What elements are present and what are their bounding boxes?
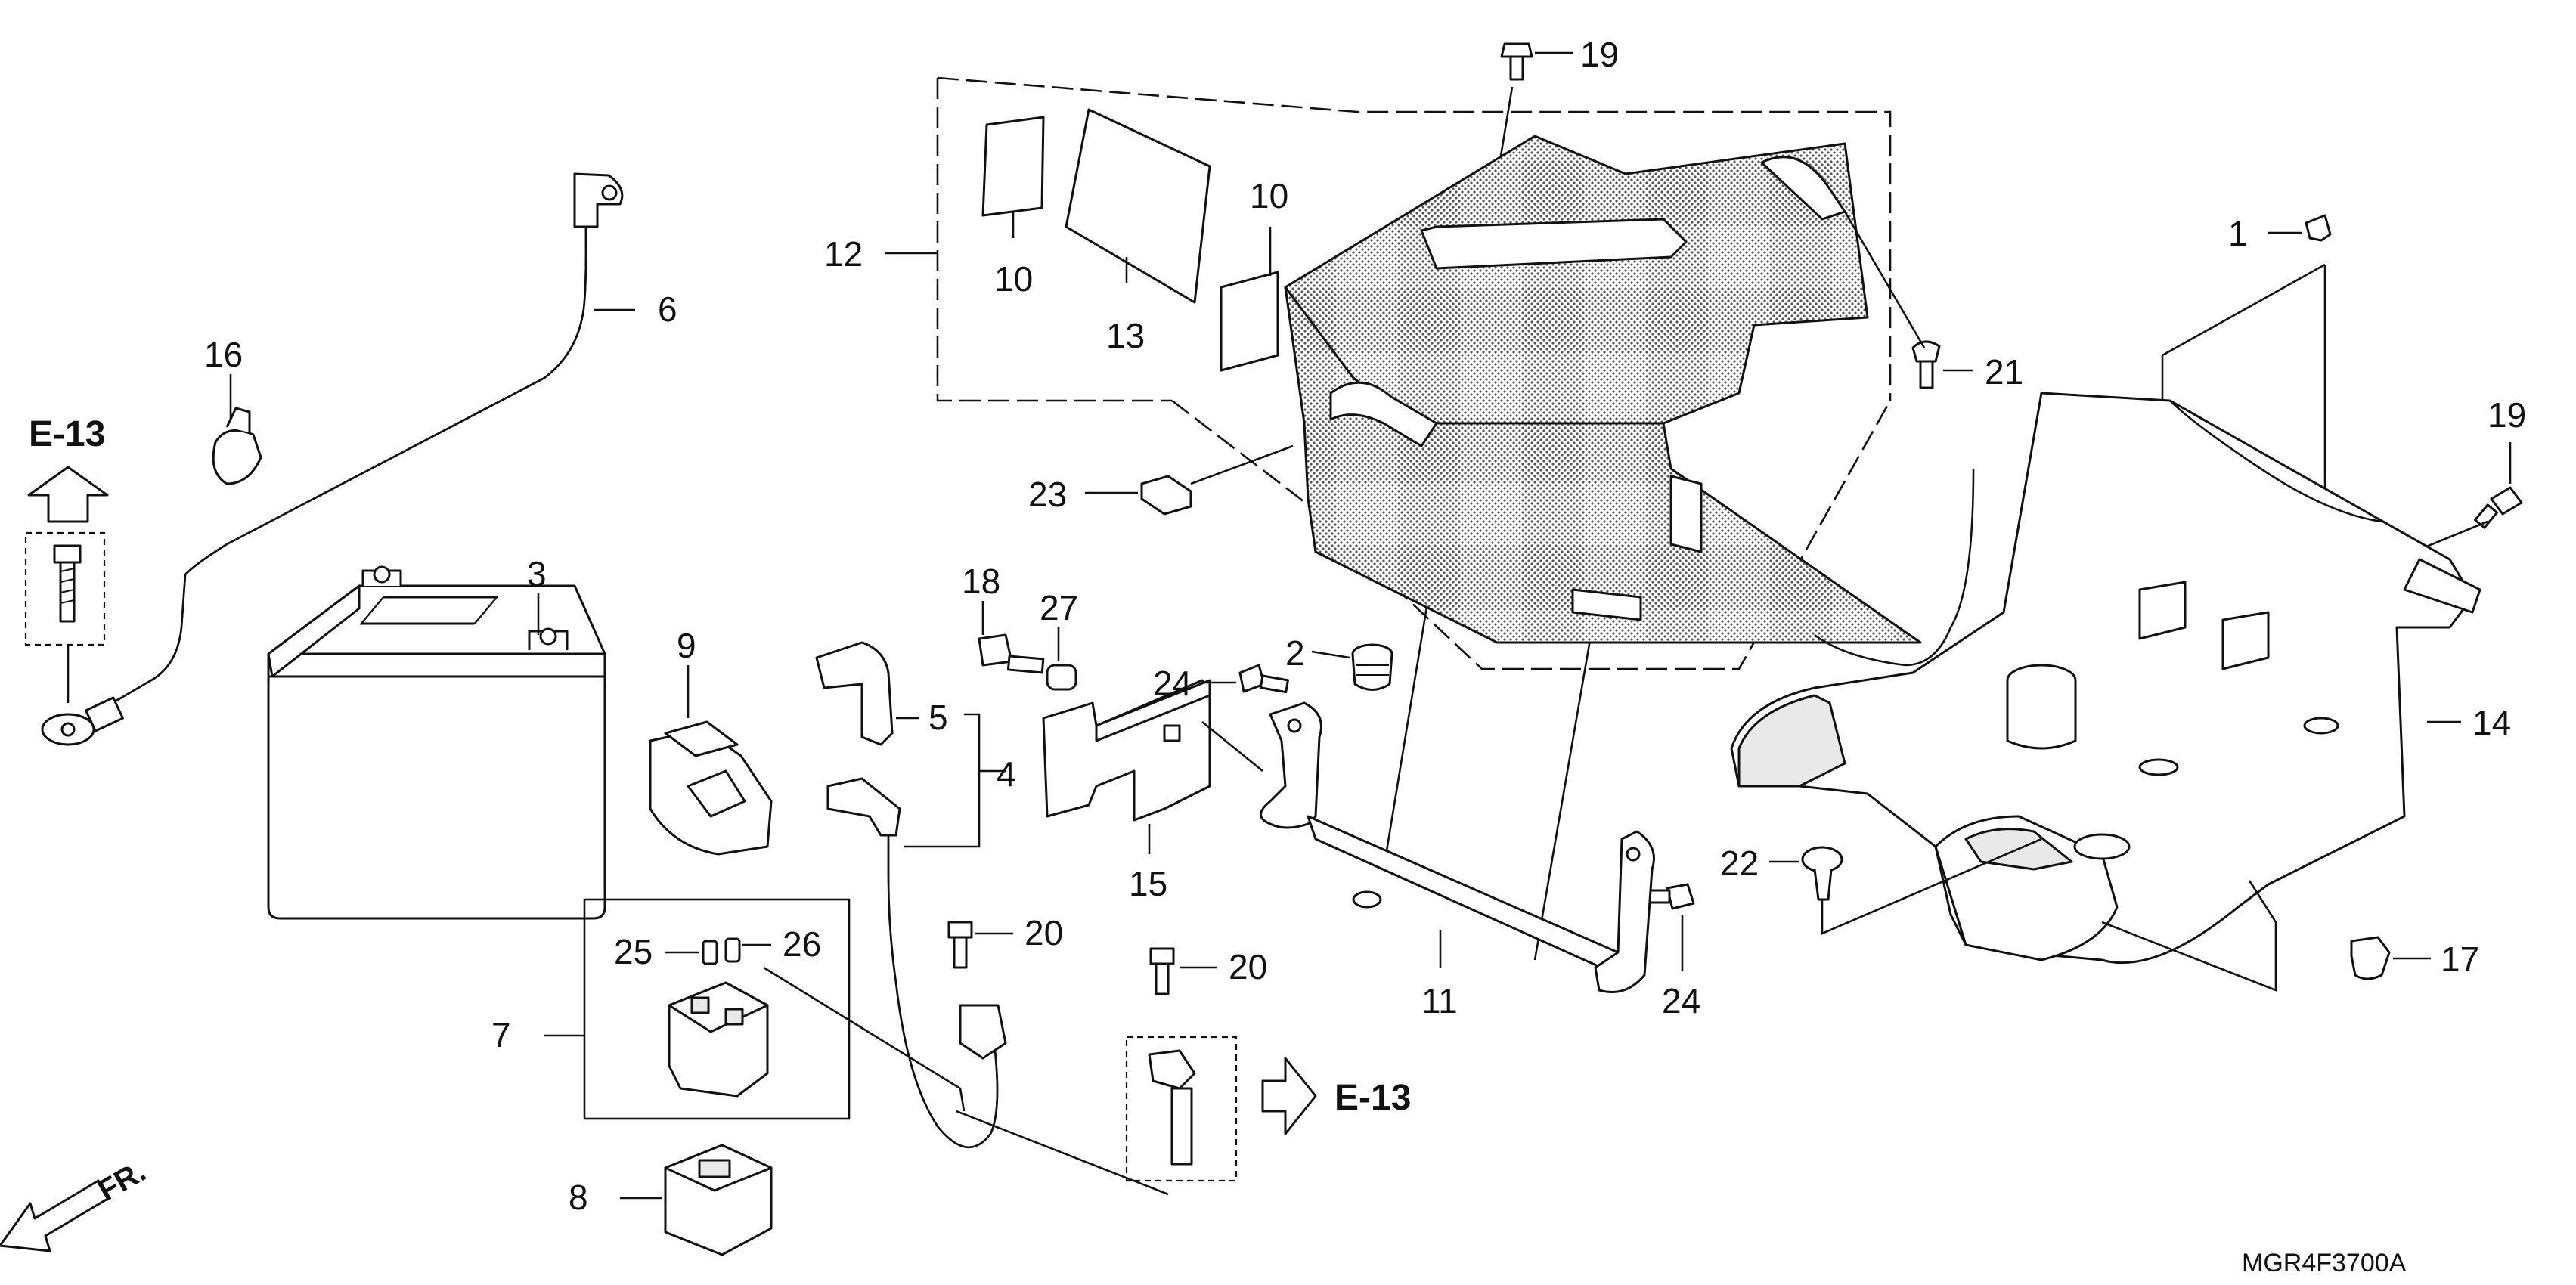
label-10-b: [1220, 271, 1279, 372]
cable-terminal-ref: [1148, 1049, 1196, 1166]
bolt-21: [1911, 340, 1941, 389]
callout-24-a: 24: [1153, 664, 1192, 703]
relay-group-box: [583, 898, 851, 1120]
callout-15: 15: [1129, 864, 1167, 903]
battery: [267, 565, 606, 920]
figure-code: MGR4F3700A: [2242, 1249, 2407, 1277]
bolt-20-b: [1149, 947, 1175, 995]
callout-21: 21: [1985, 352, 2023, 392]
callout-4: 4: [997, 754, 1016, 794]
bolt-18: [978, 633, 1045, 674]
bolt-24-b: [1647, 883, 1695, 910]
grommet-2: [1351, 643, 1393, 691]
ref-group-box: [1125, 1036, 1238, 1182]
positive-cable: [826, 777, 1007, 1148]
ref-e13-left[interactable]: E-13: [27, 414, 109, 523]
callout-20-a: 20: [1025, 913, 1063, 952]
relay-holder: [649, 720, 773, 856]
clip-23: [1140, 475, 1192, 516]
front-direction: FR.: [0, 1154, 151, 1252]
callout-20-b: 20: [1229, 947, 1267, 986]
callout-14: 14: [2472, 703, 2511, 742]
bolt-24-a: [1238, 664, 1289, 694]
bolt-left: [53, 544, 82, 703]
callout-16: 16: [204, 335, 243, 374]
under-cover: [1730, 392, 2481, 965]
clip-22: [1801, 846, 1843, 901]
callout-22: 22: [1720, 844, 1759, 883]
callout-26: 26: [783, 924, 821, 964]
negative-cable: [41, 172, 624, 746]
callout-5: 5: [928, 698, 948, 737]
bracket-15: [1042, 679, 1211, 822]
battery-tray: [1284, 135, 1922, 644]
callout-8: 8: [569, 1178, 588, 1217]
callout-1: 1: [2228, 214, 2248, 253]
arrow-right-icon: [1261, 1057, 1317, 1135]
callout-24-b: 24: [1662, 981, 1700, 1020]
callout-18: 18: [962, 562, 1000, 601]
callout-23: 23: [1028, 475, 1067, 514]
callout-19-b: 19: [2488, 395, 2526, 435]
callout-7: 7: [491, 1015, 511, 1054]
starter-relay: [668, 981, 769, 1098]
callout-10-a: 10: [994, 259, 1033, 299]
ref-e13-bottom-label: E-13: [1334, 1078, 1411, 1118]
callout-3: 3: [527, 554, 547, 593]
label-13: [1065, 108, 1211, 304]
terminal-cover: [815, 641, 894, 746]
label-10-a: [981, 116, 1045, 217]
callout-9: 9: [677, 626, 696, 665]
callout-12: 12: [824, 234, 863, 274]
cable-clamp: [212, 407, 262, 485]
callout-17: 17: [2441, 940, 2479, 979]
callout-13: 13: [1106, 316, 1145, 355]
bolt-19-b: [2474, 486, 2523, 529]
relay-cover: [664, 1144, 773, 1256]
callout-27: 27: [1040, 588, 1078, 627]
grommet-17: [2350, 936, 2391, 980]
nut-1: [2305, 214, 2332, 242]
arrow-up-icon: [27, 466, 109, 523]
front-arrow-icon: [0, 1179, 110, 1252]
fuse-pair: [702, 937, 741, 965]
ref-e13-bottom[interactable]: E-13: [1261, 1057, 1411, 1135]
callout-2: 2: [1285, 633, 1305, 673]
bolt-19-a: [1500, 42, 1533, 81]
bolt-20-a: [947, 921, 973, 969]
collar-27: [1046, 664, 1077, 691]
callout-10-b: 10: [1250, 176, 1288, 215]
callout-6: 6: [658, 290, 677, 329]
battery-stay: [1260, 701, 1655, 993]
callout-25: 25: [614, 932, 653, 971]
callout-19-a: 19: [1580, 35, 1619, 74]
callout-11: 11: [1421, 981, 1458, 1020]
ref-e13-left-label: E-13: [29, 414, 105, 454]
